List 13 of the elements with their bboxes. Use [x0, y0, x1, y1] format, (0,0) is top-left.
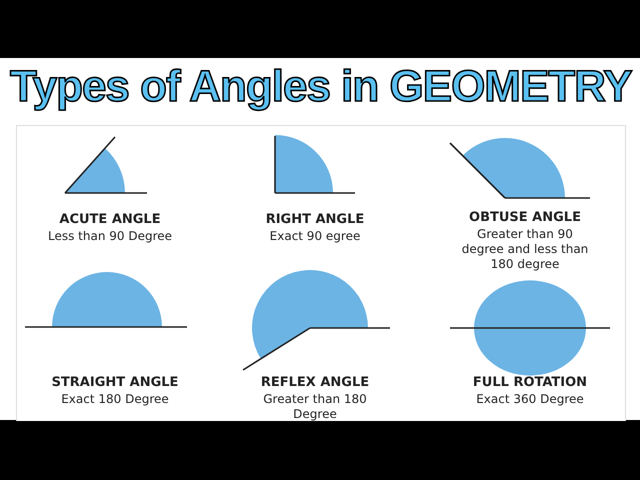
angle-description: Exact 90 egree [268, 229, 362, 244]
angle-name: ACUTE ANGLE [58, 212, 162, 227]
angle-name: RIGHT ANGLE [264, 212, 366, 227]
angle-name: STRAIGHT ANGLE [50, 375, 180, 390]
angle-description: Exact 180 Degree [60, 392, 170, 407]
angle-description: Greater than 90 degree and less than 180 degree [460, 227, 590, 272]
angle-name: FULL ROTATION [472, 375, 588, 390]
title: Types of Angles in GEOMETRY [10, 62, 630, 112]
angle-description: Greater than 180 Degree [262, 392, 368, 422]
angle-name: OBTUSE ANGLE [468, 210, 582, 225]
angle-description: Exact 360 Degree [475, 392, 585, 407]
angle-name: REFLEX ANGLE [260, 375, 370, 390]
angle-description: Less than 90 Degree [46, 229, 174, 244]
